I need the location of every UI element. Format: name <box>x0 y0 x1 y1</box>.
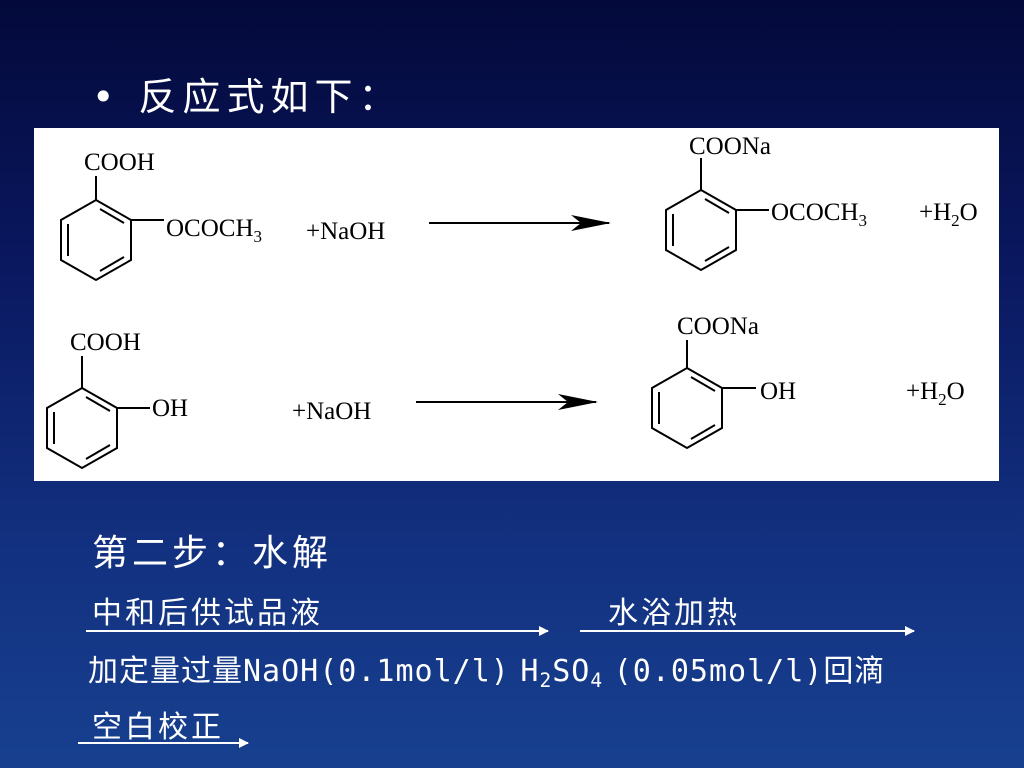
step-title: 第二步：水解 <box>92 533 333 574</box>
reaction-1-reagent: +NaOH <box>306 218 385 245</box>
product-2-side-group: OH <box>760 378 796 405</box>
reactant-1-top-group: COOH <box>84 149 155 176</box>
bullet-marker: • <box>92 75 121 119</box>
reaction-panel: COOH OCOCH3 +NaOH COONa OCOCH3 +H2O COOH… <box>34 128 999 481</box>
benzene-ring-product-2 <box>651 340 756 450</box>
sulfuric-acid-formula: H2SO4 <box>520 654 604 692</box>
heading-text: 反应式如下： <box>138 75 403 119</box>
reagent-line: 加定量过量NaOH(0.1mol/l) H2SO4 (0.05mol/l)回滴 <box>88 646 885 692</box>
reaction-1-byproduct: +H2O <box>919 199 978 230</box>
reactant-2-top-group: COOH <box>70 329 141 356</box>
acid-concentration: (0.05mol/l) <box>613 654 824 689</box>
condition-left: 中和后供试品液 <box>92 596 323 631</box>
product-1-top-group: COONa <box>689 133 771 160</box>
reaction-2-reagent: +NaOH <box>292 398 371 425</box>
reactant-1-side-group: OCOCH3 <box>166 215 262 246</box>
benzene-ring-product-1 <box>665 158 769 272</box>
reagent-prefix: 加定量过量 <box>88 654 243 689</box>
blank-correction: 空白校正 <box>92 710 224 745</box>
condition-right: 水浴加热 <box>608 596 740 631</box>
reaction-diagram: COOH OCOCH3 +NaOH COONa OCOCH3 +H2O COOH… <box>46 133 978 470</box>
titration-text: 回滴 <box>823 654 886 689</box>
reaction-2-byproduct: +H2O <box>906 378 965 409</box>
benzene-ring-reactant-1 <box>60 176 164 282</box>
slide-heading: • 反应式如下： <box>92 66 403 121</box>
product-2-top-group: COONa <box>677 313 759 340</box>
naoh-concentration: NaOH(0.1mol/l) <box>243 654 510 689</box>
product-1-side-group: OCOCH3 <box>771 199 867 230</box>
benzene-ring-reactant-2 <box>46 356 150 470</box>
reactant-2-side-group: OH <box>152 395 188 422</box>
